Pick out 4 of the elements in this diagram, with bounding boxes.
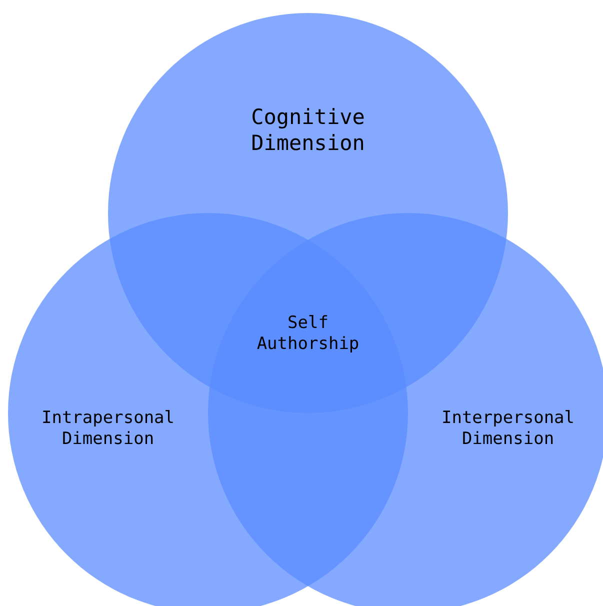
center-label: Self Authorship xyxy=(256,312,360,356)
circle-label: Interpersonal Dimension xyxy=(440,408,576,450)
circle-label: Cognitive Dimension xyxy=(250,104,366,156)
circle-label: Intrapersonal Dimension xyxy=(40,408,176,450)
